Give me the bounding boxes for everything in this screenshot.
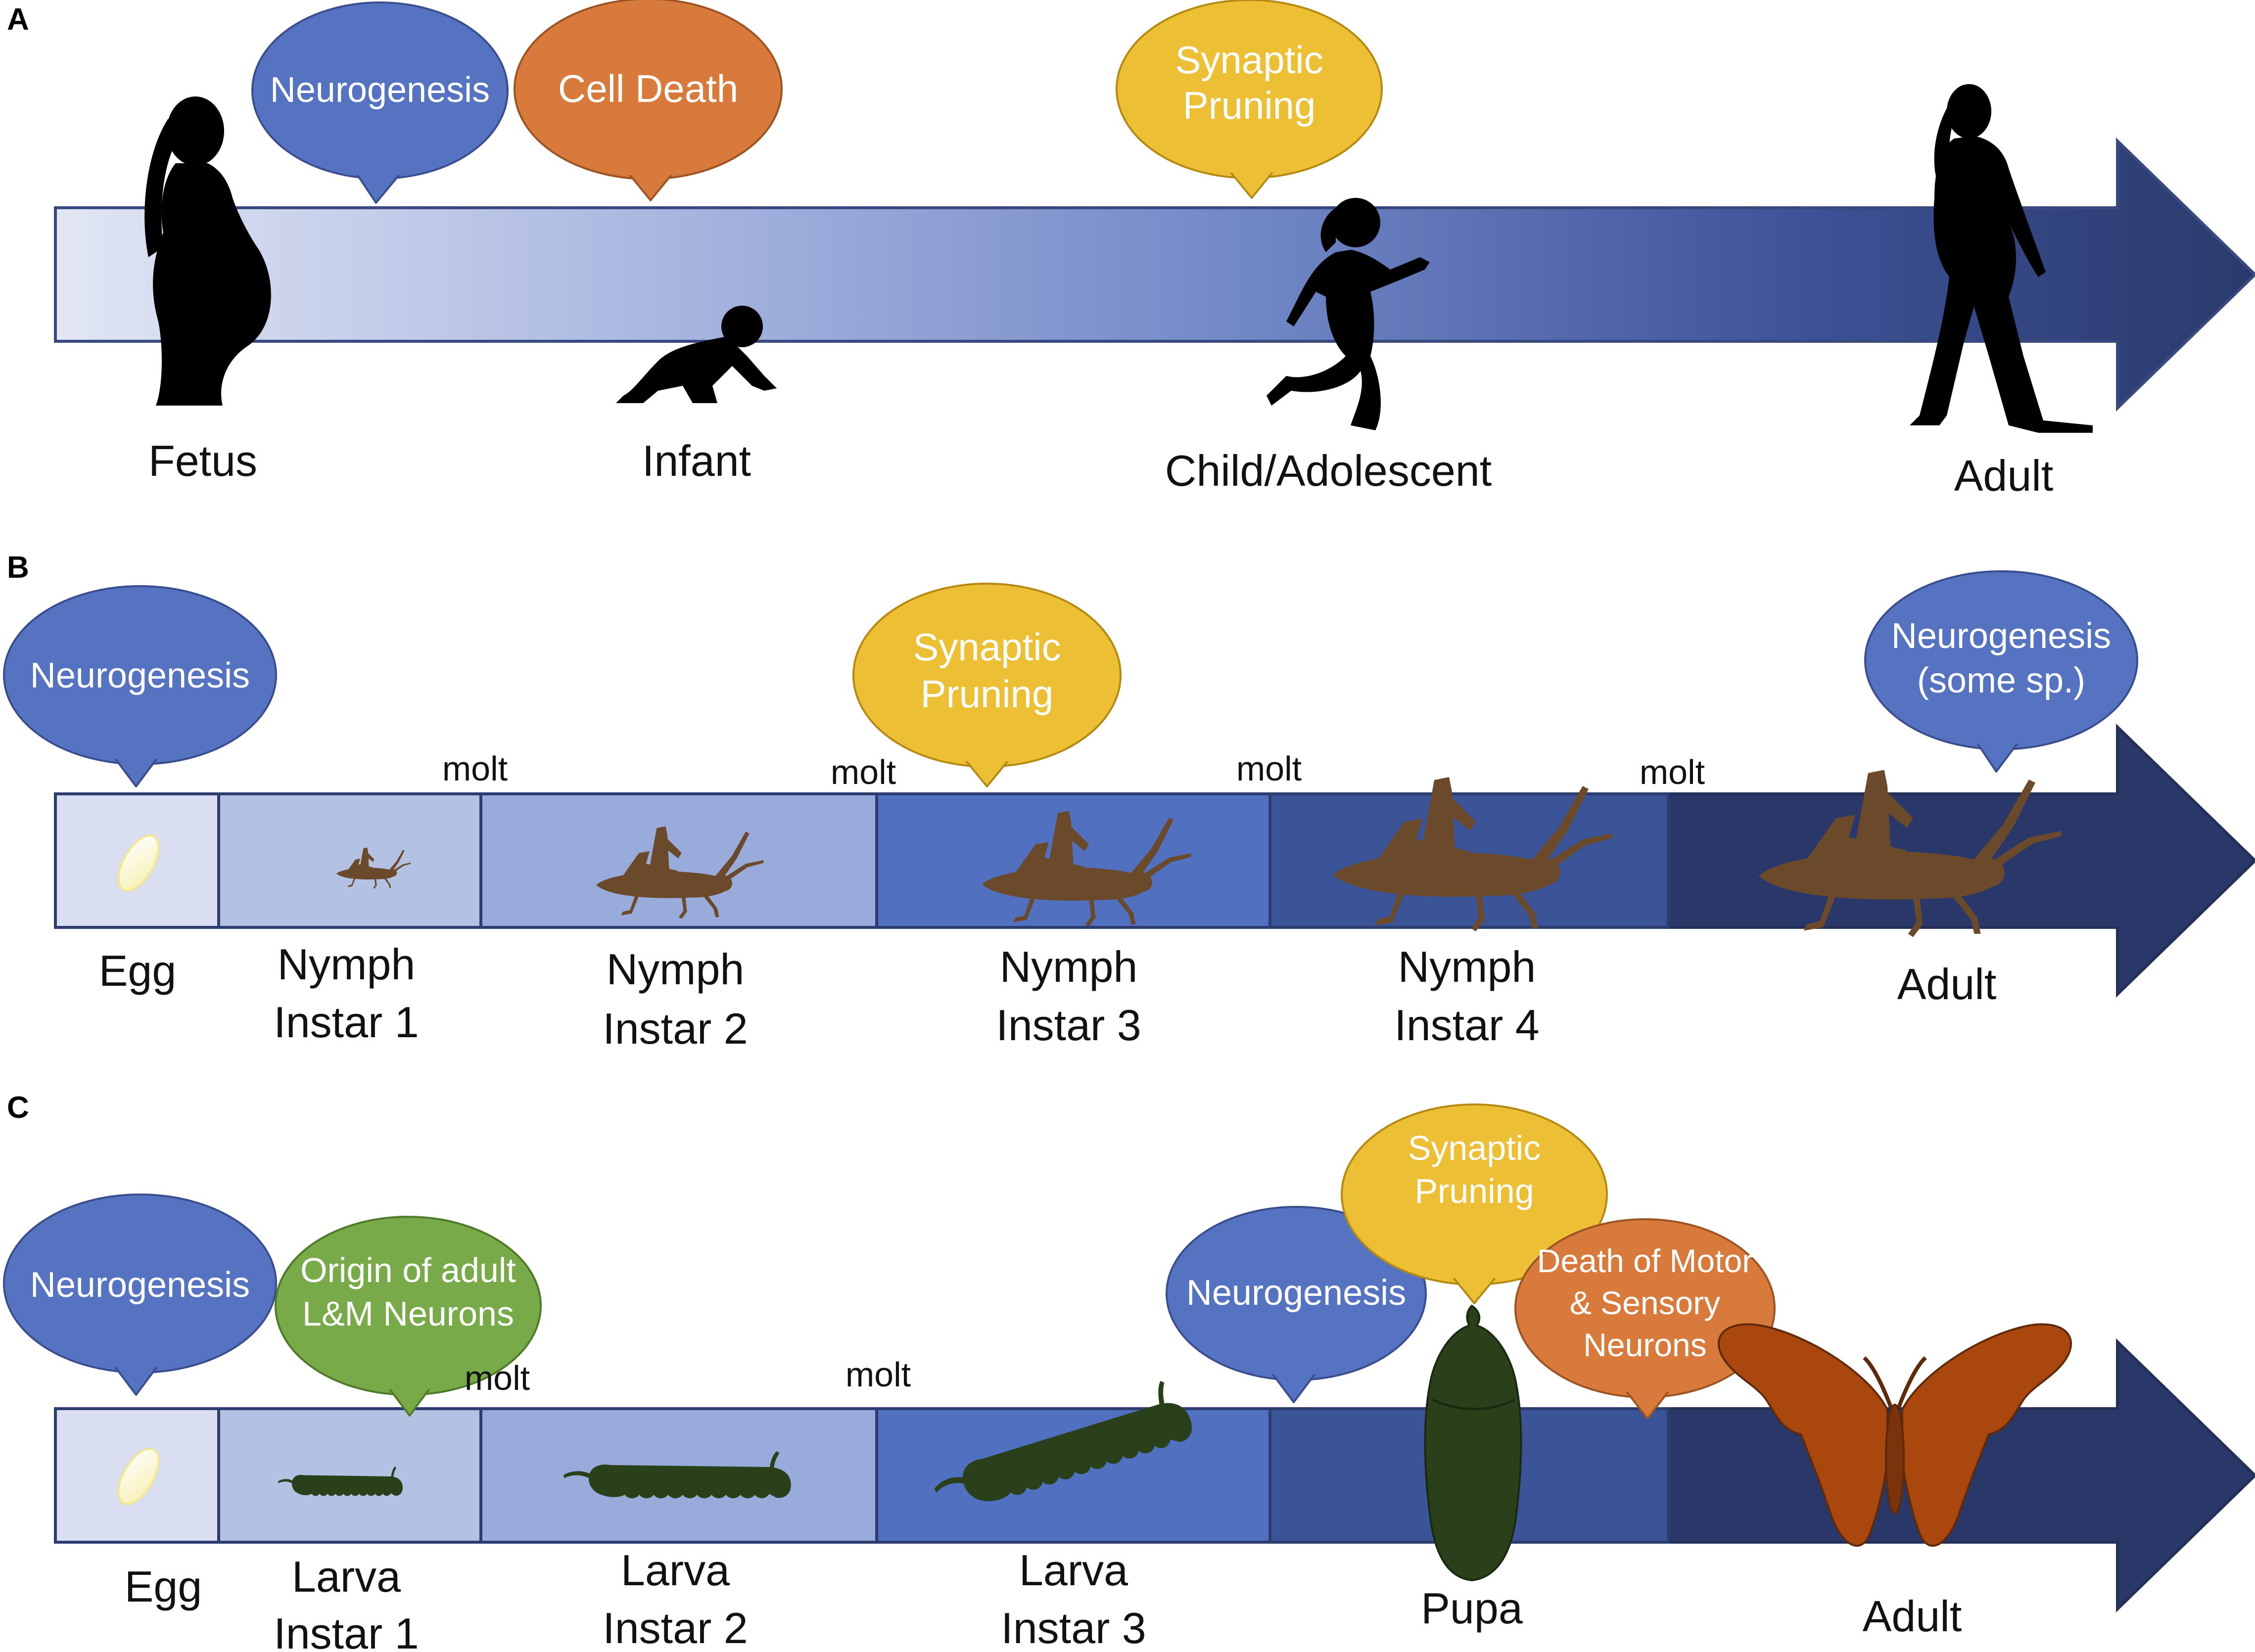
stage-label: Larva — [621, 1546, 730, 1595]
bubble-text: L&M Neurons — [302, 1294, 514, 1333]
stage-label: Larva — [1019, 1546, 1128, 1595]
bubble-text: Neurons — [1583, 1327, 1706, 1363]
molt-label: molt — [1640, 753, 1705, 791]
panel-c-bubble-origin-of-adult-lm-neurons: Origin of adult L&M Neurons — [275, 1216, 542, 1417]
bubble-text: Neurogenesis — [1891, 616, 2111, 656]
panel-c-bubble-synaptic-pruning: Synaptic Pruning — [1341, 1103, 1608, 1304]
running-child-icon — [1267, 198, 1430, 430]
panel-b-bubble-neurogenesis: Neurogenesis — [3, 585, 277, 787]
stage-label: Instar 4 — [1394, 1001, 1539, 1050]
stage-label: Instar 2 — [603, 1004, 748, 1053]
crawling-baby-icon — [616, 306, 777, 403]
panel-b-segment-instar-1 — [217, 792, 482, 929]
panel-c-letter: C — [7, 1091, 29, 1125]
bubble-text: Neurogenesis — [30, 656, 250, 695]
stage-label: Egg — [125, 1562, 202, 1611]
bubble-text: Pruning — [1183, 84, 1316, 127]
stage-label: Adult — [1863, 1592, 1962, 1641]
bubble-text: Pruning — [921, 672, 1054, 716]
stage-label: Child/Adolescent — [1165, 446, 1492, 495]
molt-label: molt — [465, 1359, 530, 1397]
panel-a-bubble-neurogenesis: Neurogenesis — [251, 1, 509, 204]
stage-label: Nymph — [1000, 942, 1138, 991]
bubble-text: (some sp.) — [1917, 661, 2085, 700]
molt-label: molt — [831, 753, 896, 791]
panel-a-timeline-arrow — [54, 137, 2255, 412]
panel-c-segment-instar-3 — [875, 1407, 1271, 1544]
bubble-text: Origin of adult — [300, 1251, 516, 1289]
panel-b-bubble-neurogenesis-some-sp: Neurogenesis (some sp.) — [1864, 570, 2138, 773]
bubble-text: Pruning — [1414, 1172, 1534, 1210]
panel-c-bubble-neurogenesis-pupa: Neurogenesis — [1166, 1206, 1427, 1403]
egg-icon — [117, 834, 160, 892]
chrysalis-icon — [1424, 1304, 1522, 1582]
panel-a-bubble-cell-death: Cell Death — [514, 0, 783, 201]
molt-label: molt — [846, 1355, 911, 1394]
walking-woman-icon — [1910, 84, 2093, 433]
bubble-text: Neurogenesis — [270, 70, 490, 110]
bubble-text: Neurogenesis — [1186, 1273, 1406, 1313]
panel-b-segment-instar-2 — [479, 792, 878, 929]
panel-c-bubble-neurogenesis: Neurogenesis — [3, 1193, 277, 1396]
panel-b-bubble-synaptic-pruning: Synaptic Pruning — [852, 583, 1122, 787]
stage-label: Nymph — [1398, 942, 1536, 991]
bubble-text: Neurogenesis — [30, 1265, 250, 1305]
stage-label: Pupa — [1421, 1584, 1523, 1633]
bubble-text: Cell Death — [558, 67, 738, 110]
stage-label: Instar 3 — [996, 1001, 1141, 1050]
molt-label: molt — [1236, 749, 1302, 788]
stage-label: Instar 3 — [1001, 1604, 1146, 1652]
panel-c-bubble-death-of-motor-sensory-neurons: Death of Motor & Sensory Neurons — [1514, 1218, 1776, 1420]
molt-label: molt — [442, 749, 508, 788]
stage-label: Fetus — [148, 436, 257, 485]
stage-label: Larva — [292, 1552, 401, 1601]
bubble-text: Synaptic — [913, 625, 1061, 669]
stage-label: Instar 1 — [274, 998, 419, 1047]
panel-b-segment-instar-3 — [875, 792, 1271, 929]
stage-label: Adult — [1897, 960, 1997, 1009]
panel-a-bubble-synaptic-pruning: Synaptic Pruning — [1116, 0, 1383, 199]
stage-label: Egg — [99, 946, 177, 995]
stage-label: Infant — [642, 436, 751, 485]
stage-label: Instar 2 — [603, 1604, 748, 1652]
bubble-text: Death of Motor — [1537, 1242, 1753, 1279]
bubble-text: Synaptic — [1175, 38, 1323, 82]
egg-icon — [117, 1448, 160, 1505]
stage-label: Nymph — [607, 945, 745, 994]
butterfly-icon — [1718, 1323, 2072, 1547]
stage-label: Adult — [1954, 451, 2054, 500]
panel-b-letter: B — [7, 551, 29, 585]
stage-label: Nymph — [278, 940, 416, 989]
panel-c-segment-instar-1 — [217, 1407, 482, 1544]
bubble-text: Synaptic — [1408, 1129, 1541, 1167]
stage-label: Instar 1 — [274, 1609, 419, 1652]
panel-a-letter: A — [7, 2, 29, 37]
bubble-text: & Sensory — [1570, 1285, 1720, 1321]
pregnant-woman-icon — [144, 96, 271, 406]
